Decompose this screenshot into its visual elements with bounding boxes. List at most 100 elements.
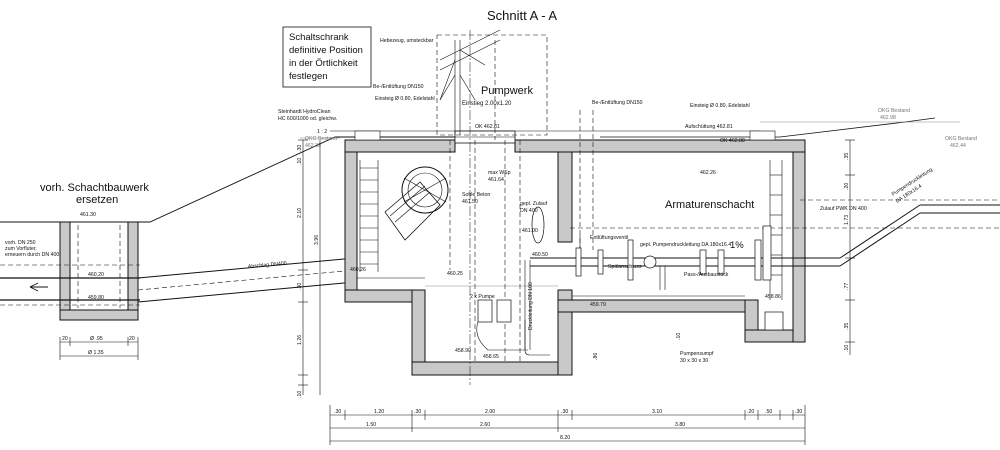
abschlag-pipe bbox=[137, 257, 356, 303]
dim-b3-0: 8.20 bbox=[560, 435, 570, 441]
label-vorh-dn250-3: erneuern durch DN 400 bbox=[5, 252, 59, 258]
pumpensumpf bbox=[764, 311, 784, 331]
schaltschrank-line-2: definitive Position bbox=[289, 45, 363, 56]
hydroclean-screen bbox=[384, 166, 449, 241]
label-sohle-2: 461.50 bbox=[462, 199, 478, 205]
label-entlueftungsventil: Entlüftungsventil bbox=[590, 235, 628, 241]
dim-b1-8: .30 bbox=[795, 409, 802, 415]
pumps bbox=[476, 260, 550, 356]
label-vorh-dn250-2: zum Vorfluter, bbox=[5, 246, 37, 252]
schaltschrank-line-3: in der Örtlichkeit bbox=[289, 58, 358, 69]
dim-small-135: Ø 1.35 bbox=[88, 350, 104, 356]
dim-v-left-6: .30 bbox=[297, 145, 303, 152]
label-abschlag: Abschlag DN400 bbox=[248, 261, 287, 270]
dim-v-left-1: 3.96 bbox=[314, 235, 320, 245]
dim-v-right-6: .10 bbox=[676, 333, 682, 340]
label-45979: 459.79 bbox=[590, 302, 606, 308]
label-pumps: 2 x Pumpe bbox=[470, 294, 495, 300]
label-pumpendruckleitung: gepl. Pumpendruckleitung DA 180x16.4 bbox=[640, 242, 731, 248]
label-46226: 462.26 bbox=[700, 170, 716, 176]
label-pumpensumpf-2: 30 x 30 x 30 bbox=[680, 358, 708, 364]
label-einsteig-right: Einsteig Ø 0.80, Edelstahl bbox=[690, 103, 750, 109]
dim-b1-2: .30 bbox=[414, 409, 421, 415]
label-spuelanschluss: Spülanschluss bbox=[608, 264, 642, 270]
label-45980: 459.80 bbox=[88, 295, 104, 301]
dim-v-left-2: 1.26 bbox=[297, 335, 303, 345]
label-ok-main: OK 462.81 bbox=[475, 124, 500, 130]
label-46130: 461.30 bbox=[80, 212, 96, 218]
label-maxwsp-2: 461.64 bbox=[488, 177, 504, 183]
label-vorh-dn250-1: vorh. DN 250 bbox=[5, 240, 36, 246]
dim-b1-3: 2.00 bbox=[485, 409, 495, 415]
label-schachtbauwerk-2: ersetzen bbox=[76, 194, 118, 206]
label-okg-right-2: 462.98 bbox=[880, 115, 896, 121]
dim-b1-6: .20 bbox=[747, 409, 754, 415]
label-armaturenschacht: Armaturenschacht bbox=[665, 199, 754, 211]
label-zulauf-pwk: Zulauf PWK DN 400 bbox=[820, 206, 867, 212]
dim-small-095: Ø .95 bbox=[90, 336, 103, 342]
label-okg-right-1: OKG Bestand bbox=[878, 108, 910, 114]
label-46050: 460.50 bbox=[532, 252, 548, 258]
dim-small-left: 20 Ø .95 20 Ø 1.35 bbox=[59, 336, 139, 360]
label-46026: 460.26 bbox=[350, 267, 366, 273]
dim-b1-7: .50 bbox=[765, 409, 772, 415]
dim-b1-5: 3.10 bbox=[652, 409, 662, 415]
dim-small-20b: 20 bbox=[129, 336, 135, 342]
zulauf-pipe-section bbox=[531, 206, 545, 244]
dim-v-right-0: .35 bbox=[844, 153, 850, 160]
label-sohle-1: Sohle Beton bbox=[462, 192, 490, 198]
label-percent: 1% bbox=[730, 240, 744, 251]
label-steinhardt-2: HC 600/1000 od. gleichw. bbox=[278, 116, 337, 122]
dim-v-right-5: .10 bbox=[844, 345, 850, 352]
label-45865: 458.65 bbox=[483, 354, 499, 360]
dim-v-left-3: .30 bbox=[297, 283, 303, 290]
schaltschrank-line-1: Schaltschrank bbox=[289, 32, 349, 43]
label-zulauf-1: gepl. Zulauf bbox=[520, 201, 548, 207]
hebezeug-crane bbox=[436, 29, 548, 140]
pump-shaft-guides bbox=[449, 30, 594, 385]
label-45886: 458.86 bbox=[765, 294, 781, 300]
label-steinhardt-1: Steinhardt HydroClean bbox=[278, 109, 331, 115]
label-46025: 460.25 bbox=[447, 271, 463, 277]
label-46100: 461.00 bbox=[522, 228, 538, 234]
label-pass-ausbau: Pass-/Ausbaustück bbox=[684, 272, 729, 278]
dim-b1-0: .30 bbox=[334, 409, 341, 415]
label-aufschuettung: Aufschüttung 462.81 bbox=[685, 124, 733, 130]
dim-b1-4: .30 bbox=[561, 409, 568, 415]
dim-v-left-0: 2.10 bbox=[297, 208, 303, 218]
dim-b1-1: 1.20 bbox=[374, 409, 384, 415]
dim-v-left-5: .10 bbox=[297, 158, 303, 165]
label-okg-far-2: 462.44 bbox=[950, 143, 966, 149]
label-druckleitung-dn100: Druckleitung DN 100 bbox=[528, 282, 534, 330]
label-pumpensumpf-1: Pumpensumpf bbox=[680, 351, 714, 357]
dim-vertical-left: 2.10 3.96 1.26 .30 .10 .10 .30 bbox=[297, 139, 321, 398]
drawing-title: Schnitt A - A bbox=[487, 8, 557, 23]
label-hebezeug: Hebezeug, umsteckbar bbox=[380, 38, 434, 44]
dim-vertical-right: .35 .20 1.73 .77 .35 .10 .10 .86 bbox=[593, 139, 855, 360]
pressure-pipeline bbox=[530, 199, 1000, 290]
dim-b2-2: 3.80 bbox=[675, 422, 685, 428]
pumpwerk-structure bbox=[344, 139, 806, 376]
dim-v-mid-0: .86 bbox=[593, 353, 599, 360]
dim-v-right-1: .20 bbox=[844, 183, 850, 190]
label-ok-right: OK 462.88 bbox=[720, 138, 745, 144]
label-slope: 1 : 2 bbox=[317, 129, 327, 135]
dim-small-20a: 20 bbox=[62, 336, 68, 342]
label-okg-far-1: OKG Bestand bbox=[945, 136, 977, 142]
dim-bottom: .30 1.20 .30 2.00 .30 3.10 .20 .50 .30 1… bbox=[329, 405, 806, 445]
existing-manhole bbox=[0, 221, 140, 321]
label-45890: 458.90 bbox=[455, 348, 471, 354]
dim-v-left-4: .10 bbox=[297, 391, 303, 398]
label-einstieg-main: Einstieg 2.00x1.20 bbox=[462, 101, 512, 107]
label-okg-left-1: OKG Bestand bbox=[305, 136, 337, 142]
dim-b2-1: 2.60 bbox=[480, 422, 490, 428]
label-maxwsp-1: max WSp bbox=[488, 170, 511, 176]
terrain bbox=[0, 117, 960, 223]
dim-v-right-2: 1.73 bbox=[844, 215, 850, 225]
label-schachtbauwerk-1: vorh. Schachtbauwerk bbox=[40, 182, 149, 194]
dim-b2-0: 1.50 bbox=[366, 422, 376, 428]
schaltschrank-note-box: Schaltschrank definitive Position in der… bbox=[282, 26, 372, 88]
label-zulauf-2: DN 400 bbox=[520, 208, 538, 214]
label-einsteig-left: Einsteig Ø 0.80, Edelstahl bbox=[375, 96, 435, 102]
